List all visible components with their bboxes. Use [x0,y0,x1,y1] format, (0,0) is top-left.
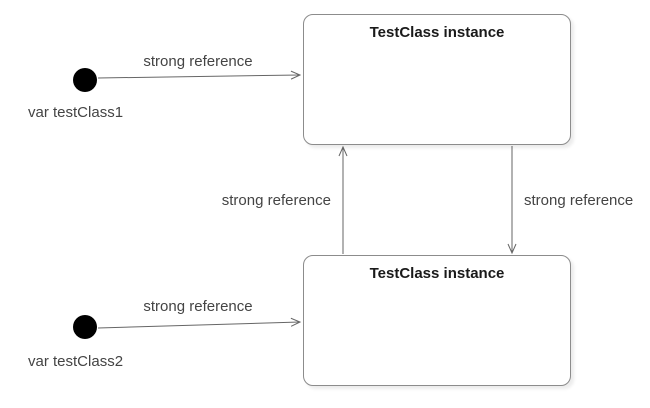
var-testclass2-label: var testClass2 [28,353,124,370]
node-title: TestClass instance [369,24,505,41]
testclass-instance-node-2: TestClass instance [303,255,571,386]
edge-label-var1-to-instance1: strong reference [143,53,253,70]
node-title: TestClass instance [369,265,505,282]
strong-reference-arrow-var1-to-instance1 [97,70,302,80]
strong-reference-arrow-var2-to-instance2 [97,317,302,329]
var-testclass1-label: var testClass1 [28,104,124,121]
edge-label-var2-to-instance2: strong reference [143,298,253,315]
testclass-instance-node-1: TestClass instance [303,14,571,145]
edge-label-instance2-to-instance1: strong reference [221,192,331,209]
var-testclass2-dot [73,315,97,339]
var-testclass1-dot [73,68,97,92]
edge-label-instance1-to-instance2: strong reference [524,192,634,209]
